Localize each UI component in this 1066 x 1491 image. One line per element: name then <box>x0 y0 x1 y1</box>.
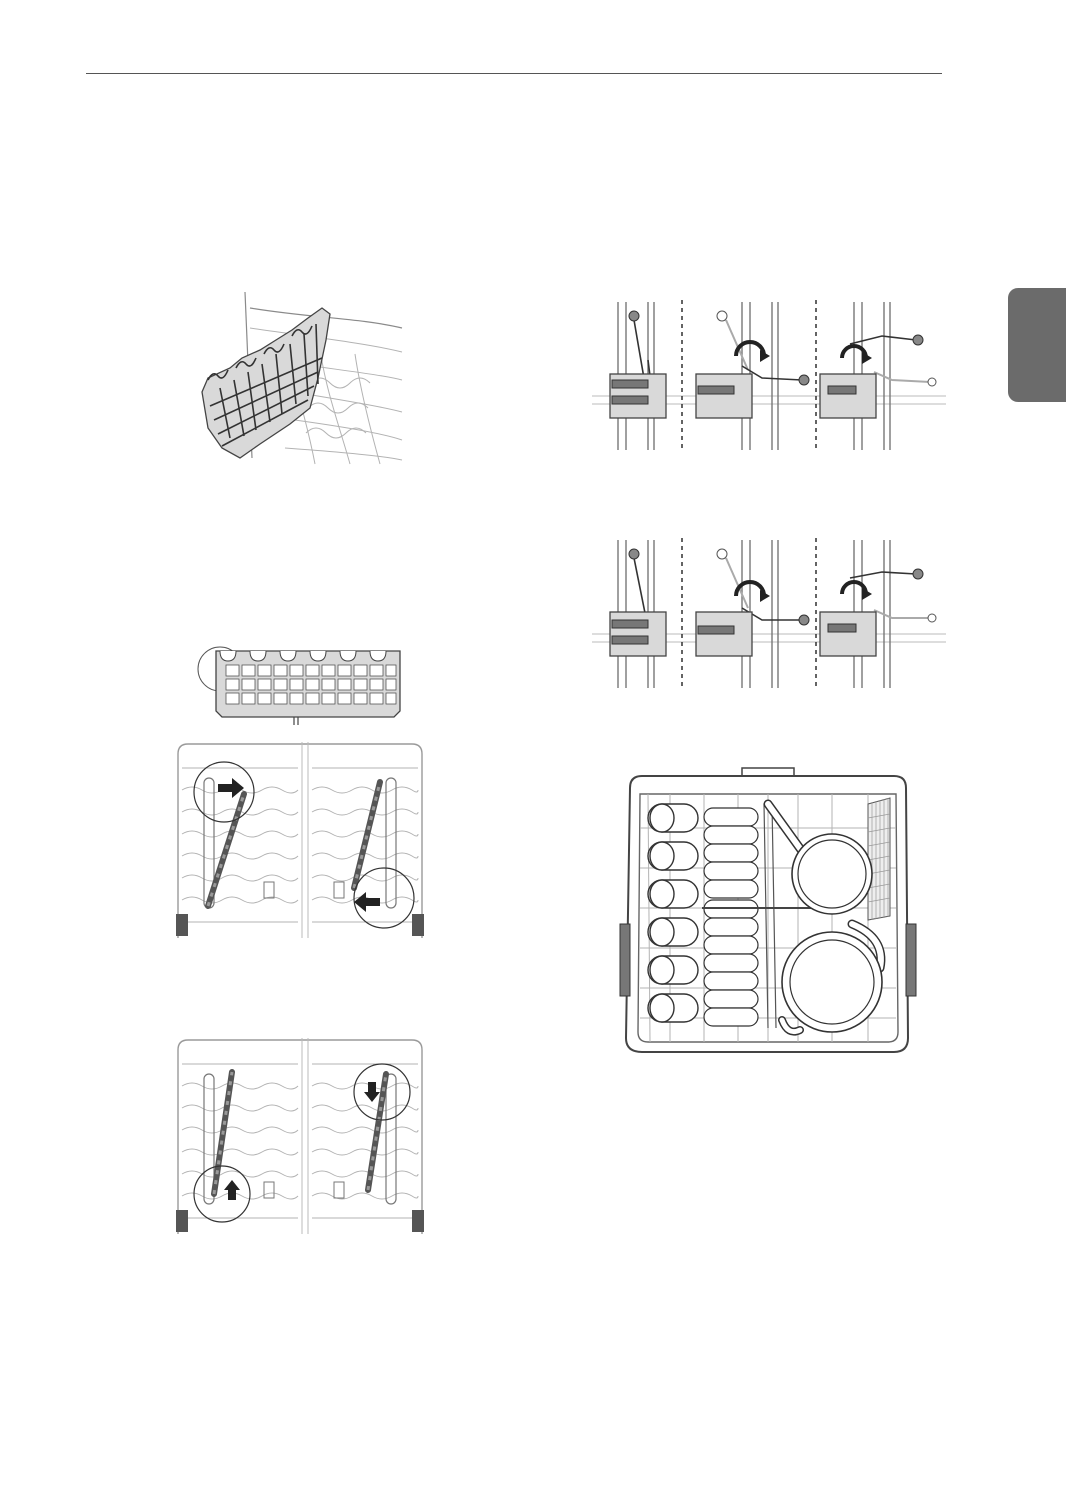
rack-arrows-vertical-figure <box>172 1034 428 1234</box>
loaded-rack-figure <box>618 768 918 1058</box>
basket-front-figure <box>198 645 410 725</box>
rack-arrows-horizontal-figure <box>172 738 428 938</box>
tine-fold-sequence-2 <box>592 538 946 690</box>
section-tab <box>1008 288 1066 402</box>
header-rule <box>86 73 942 74</box>
cutlery-basket-figure <box>190 288 410 464</box>
tine-fold-sequence-1 <box>592 300 946 452</box>
